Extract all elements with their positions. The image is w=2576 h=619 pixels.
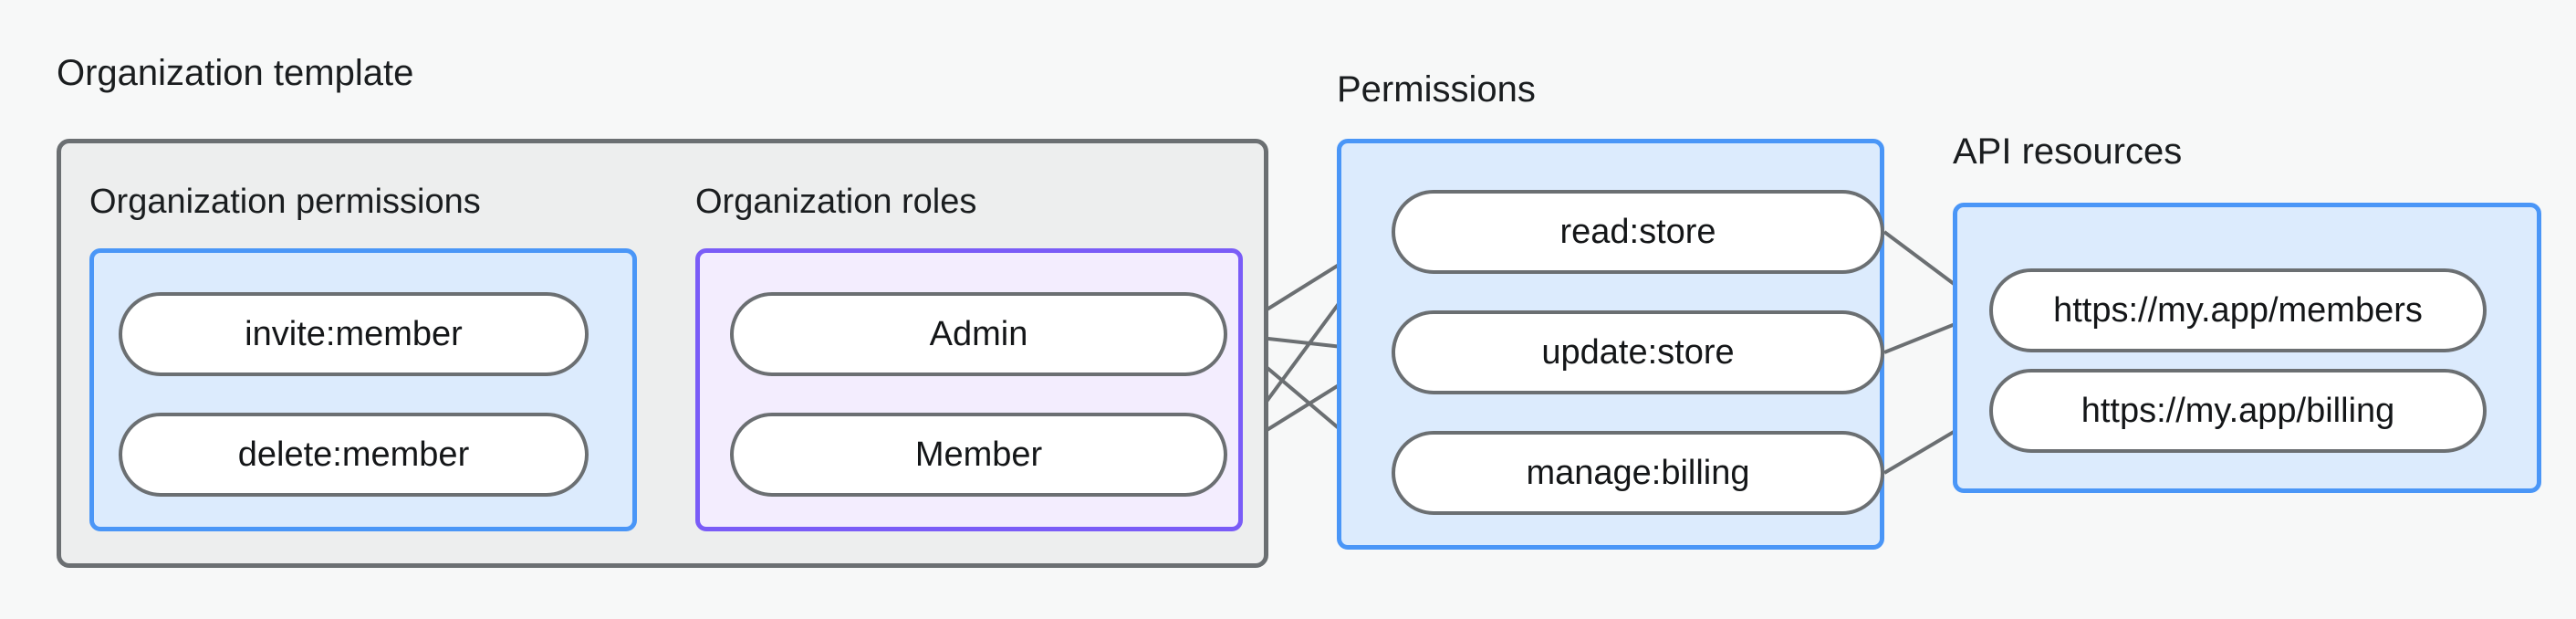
node-update-store[interactable]: update:store [1392, 310, 1884, 394]
api-resources-title: API resources [1953, 131, 2183, 172]
node-member[interactable]: Member [730, 413, 1227, 497]
node-label: Member [914, 435, 1043, 474]
node-label: https://my.app/billing [2081, 391, 2395, 430]
organization-template-title: Organization template [57, 53, 414, 93]
node-label: https://my.app/members [2053, 290, 2423, 330]
node-label: delete:member [237, 435, 470, 474]
node-manage-billing[interactable]: manage:billing [1392, 431, 1884, 515]
node-admin[interactable]: Admin [730, 292, 1227, 376]
organization-roles-title: Organization roles [695, 183, 977, 221]
node-label: manage:billing [1526, 453, 1750, 492]
node-billing-url[interactable]: https://my.app/billing [1989, 369, 2487, 453]
organization-permissions-title: Organization permissions [89, 183, 481, 221]
permissions-title: Permissions [1337, 69, 1536, 110]
node-read-store[interactable]: read:store [1392, 190, 1884, 274]
node-invite-member[interactable]: invite:member [119, 292, 589, 376]
node-label: Admin [929, 314, 1028, 353]
node-label: read:store [1559, 212, 1716, 251]
node-members-url[interactable]: https://my.app/members [1989, 268, 2487, 352]
node-label: update:store [1541, 332, 1735, 372]
node-delete-member[interactable]: delete:member [119, 413, 589, 497]
node-label: invite:member [245, 314, 463, 353]
